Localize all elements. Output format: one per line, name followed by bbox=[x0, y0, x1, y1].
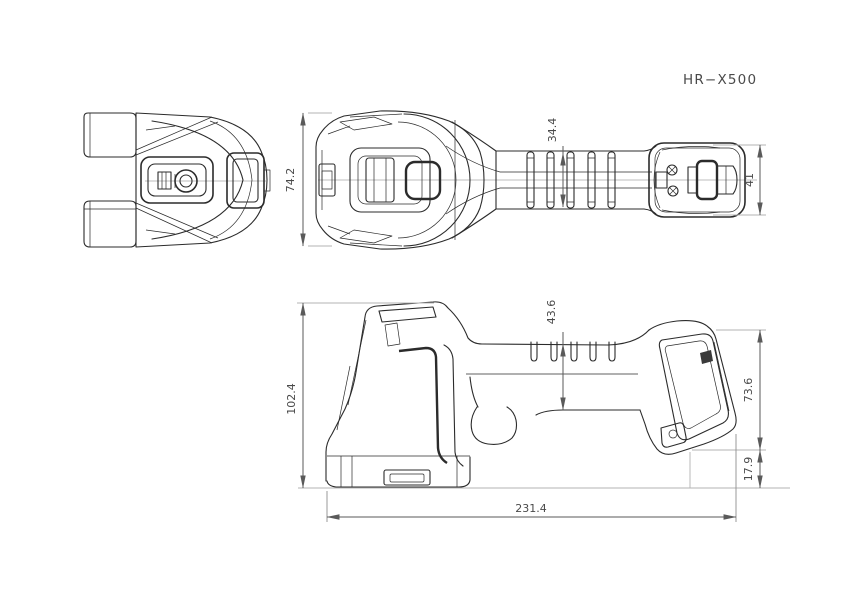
screw-icon bbox=[667, 185, 679, 197]
front-view-body bbox=[135, 112, 268, 248]
top-view-head bbox=[315, 110, 485, 250]
dim-label-overall-height: 102.4 bbox=[285, 383, 298, 415]
top-view bbox=[315, 110, 757, 250]
top-view-handle bbox=[495, 145, 657, 215]
dimension-overall-length: 231.4 bbox=[326, 434, 737, 522]
dimension-front-height: 74.2 bbox=[284, 112, 332, 247]
front-view-center-frame bbox=[140, 156, 214, 204]
side-view-handle bbox=[466, 341, 638, 375]
dim-label-base-clearance: 17.9 bbox=[742, 457, 755, 482]
dim-label-handle-width: 34.4 bbox=[546, 118, 559, 143]
dim-label-overall-length: 231.4 bbox=[515, 502, 547, 515]
side-view-trigger bbox=[469, 376, 641, 445]
front-view bbox=[83, 112, 271, 248]
dim-label-handle-thickness: 43.6 bbox=[545, 300, 558, 325]
side-view bbox=[298, 301, 790, 489]
top-view-neck bbox=[445, 121, 501, 239]
grip-pad-detail bbox=[700, 350, 713, 364]
side-view-head bbox=[325, 301, 650, 488]
side-view-rear-grip bbox=[639, 320, 737, 455]
dimension-base-clearance: 17.9 bbox=[742, 449, 763, 489]
top-view-handle-ribs bbox=[526, 151, 616, 209]
dim-label-rear-cap-width: 41 bbox=[743, 173, 756, 187]
front-view-lens bbox=[157, 169, 198, 193]
dimension-overall-height: 102.4 bbox=[285, 302, 434, 489]
grip-clasp bbox=[660, 422, 687, 448]
side-view-handle-ribs bbox=[530, 341, 616, 362]
dimension-grip-height: 73.6 bbox=[689, 329, 766, 488]
top-view-connector bbox=[687, 159, 738, 201]
model-label: HR−X500 bbox=[683, 72, 757, 88]
top-view-rear-cap bbox=[648, 142, 746, 218]
dimension-handle-thickness: 43.6 bbox=[545, 300, 566, 411]
front-view-left-blocks bbox=[83, 112, 137, 248]
top-view-trigger-button bbox=[404, 160, 442, 201]
front-view-right-block bbox=[226, 152, 271, 209]
dim-label-grip-height: 73.6 bbox=[742, 378, 755, 403]
dimension-rear-cap-width: 41 bbox=[713, 144, 766, 216]
screw-icon bbox=[666, 164, 678, 176]
dimension-handle-width: 34.4 bbox=[546, 118, 566, 208]
dim-label-front-height: 74.2 bbox=[284, 168, 297, 193]
